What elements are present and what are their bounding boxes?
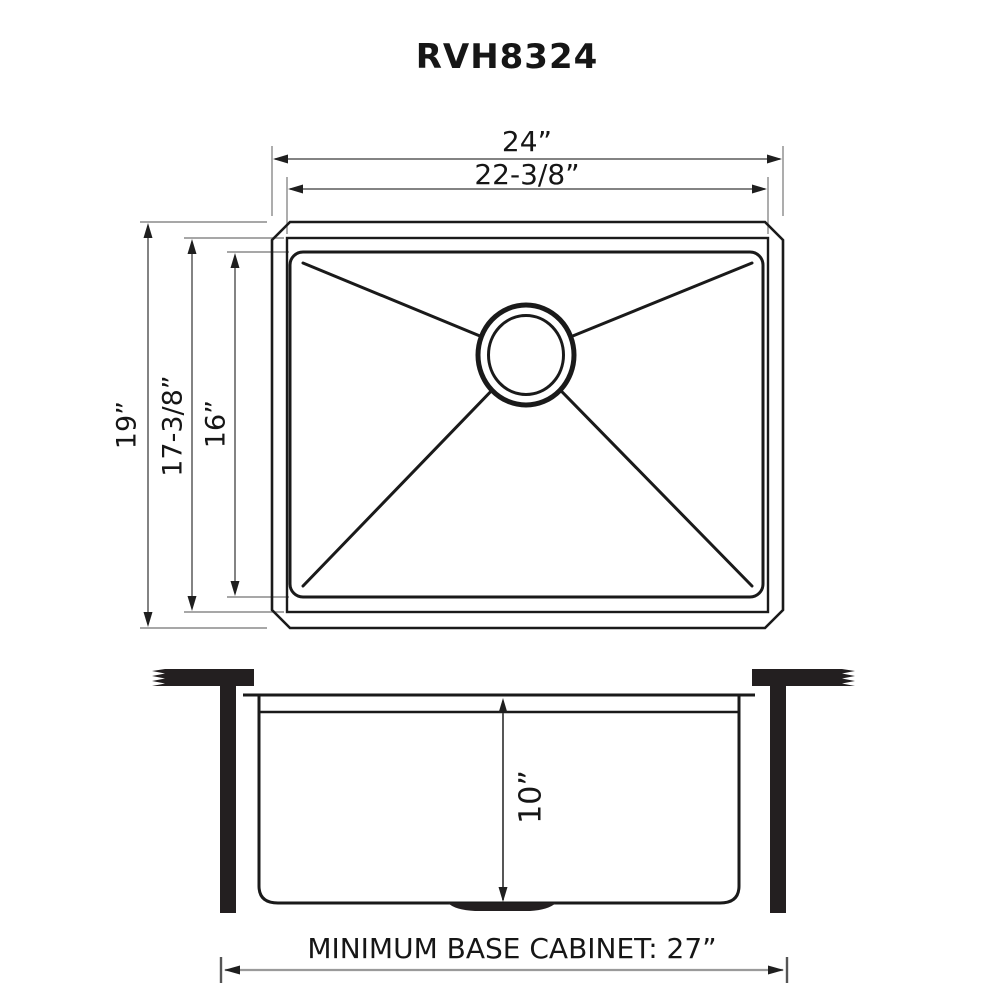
dimension-outer-depth: 19” [112, 223, 153, 627]
arrowhead-up-icon [498, 698, 508, 713]
arrowhead-up-icon [143, 223, 153, 238]
sink-outer-edge [270, 220, 785, 630]
model-number-title: RVH8324 [416, 37, 599, 77]
sink-rim-edge [285, 236, 770, 614]
arrowhead-right-icon [767, 154, 782, 164]
extension-lines [140, 146, 784, 629]
arrowhead-up-icon [230, 253, 240, 268]
dimension-inner-width: 22-3/8” [288, 158, 767, 194]
dimension-outer-width: 24” [273, 125, 782, 164]
dim-label-outer-width: 24” [502, 125, 552, 158]
dim-label-outer-depth: 19” [112, 401, 143, 449]
drain-inner-ring [487, 314, 565, 396]
arrowhead-left-icon [273, 154, 288, 164]
arrowhead-down-icon [230, 581, 240, 596]
dim-label-rim-depth: 17-3/8” [158, 375, 189, 477]
dim-label-inner-width: 22-3/8” [474, 158, 579, 191]
arrowhead-right-icon [768, 965, 784, 975]
sink-bowl-profile [257, 695, 741, 905]
crease-bottom-left [301, 353, 528, 588]
arrowhead-left-icon [224, 965, 240, 975]
crease-bottom-right [524, 353, 754, 588]
dimension-rim-depth: 17-3/8” [158, 239, 197, 611]
cabinet-wall-left [220, 686, 236, 913]
top-view: 24” 22-3/8” 19” 17-3/8” 16” [112, 125, 785, 630]
cabinet-wall-right [770, 686, 786, 913]
countertop-left [152, 669, 254, 686]
arrowhead-up-icon [187, 239, 197, 254]
dimension-bowl-depth: 10” [498, 698, 549, 902]
dim-label-bowl-depth: 10” [514, 770, 549, 824]
min-base-cabinet-label: MINIMUM BASE CABINET: 27” [307, 932, 716, 965]
arrowhead-right-icon [752, 184, 767, 194]
arrowhead-left-icon [288, 184, 303, 194]
arrowhead-down-icon [498, 887, 508, 902]
drain-outer-ring [475, 302, 577, 408]
footer-dimension: MINIMUM BASE CABINET: 27” [219, 932, 789, 983]
drain-fitting-profile [448, 903, 556, 911]
side-view: 10” [152, 669, 855, 913]
dimension-bowl-depth-front: 16” [201, 253, 240, 596]
arrowhead-down-icon [187, 596, 197, 611]
sink-bowl-edge [288, 250, 765, 599]
dim-label-bowl-depth-front: 16” [201, 400, 232, 448]
countertop-right [752, 669, 855, 686]
arrowhead-down-icon [143, 612, 153, 627]
